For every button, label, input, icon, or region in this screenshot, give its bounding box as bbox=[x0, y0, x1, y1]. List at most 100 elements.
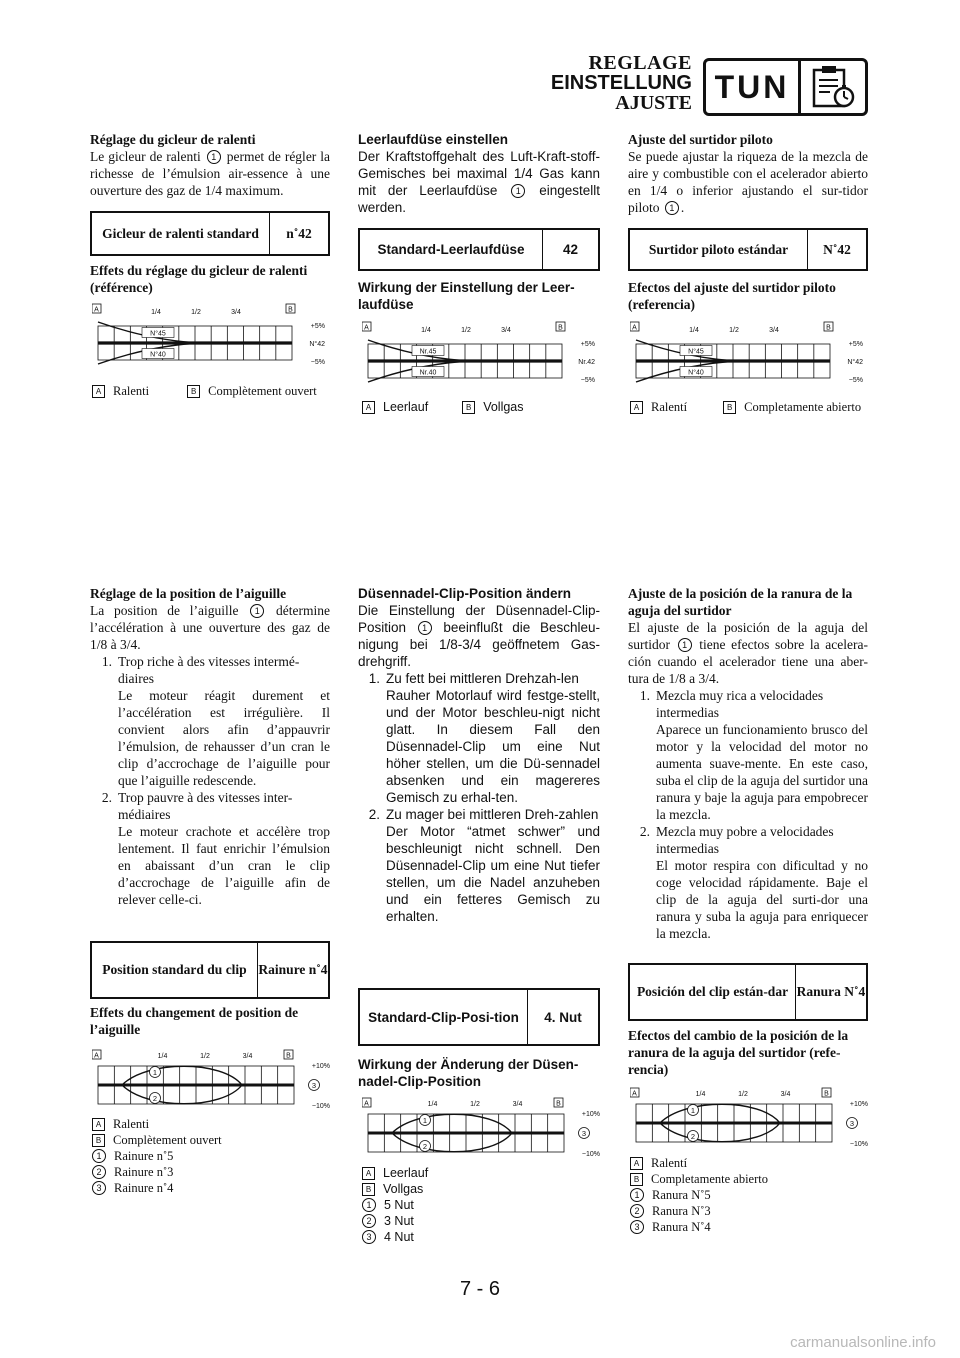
spec-value: Ranura N˚4 bbox=[795, 965, 866, 1019]
fr-pilot-body-a: Le gicleur de ralenti bbox=[90, 149, 201, 164]
de-needle-body: Die Einstellung der Düsennadel-Clip-Posi… bbox=[358, 602, 600, 670]
fr-needle-heading: Réglage de la position de l’aiguille bbox=[90, 586, 287, 601]
marker-a: A bbox=[630, 400, 643, 414]
step-number: 2. bbox=[368, 807, 380, 822]
marker-b-box bbox=[823, 321, 834, 332]
es-clip-effects: Efectos del cambio de la posición de la … bbox=[628, 1027, 868, 1078]
de-pilot-effects: Wirkung der Einstellung der Leer-laufdüs… bbox=[358, 279, 600, 313]
legend-b: Vollgas bbox=[383, 1182, 424, 1196]
legend-3: Rainure n˚4 bbox=[114, 1181, 174, 1195]
plus-label: +10% bbox=[850, 1101, 868, 1108]
lean-label: N°40 bbox=[688, 369, 704, 377]
legend-a: Ralentí bbox=[651, 1156, 688, 1170]
marker-b: B bbox=[723, 400, 737, 414]
es-clip-effects-heading: Efectos del cambio de la posición de la … bbox=[628, 1028, 849, 1077]
legend-a: Ralentí bbox=[651, 400, 688, 414]
tick-label: 1/4 bbox=[421, 327, 431, 334]
plus-label: +10% bbox=[312, 1063, 330, 1070]
rich-callout: 1 bbox=[691, 1106, 695, 1115]
rich-label: N°45 bbox=[688, 348, 704, 356]
fr-pilot-section: Réglage du gicleur de ralenti Le gicleur… bbox=[90, 131, 330, 199]
lean-callout-circle bbox=[419, 1140, 431, 1152]
marker-a-box bbox=[361, 321, 372, 332]
callout-1: 1 bbox=[677, 638, 692, 652]
spec-label: Position standard du clip bbox=[102, 962, 247, 977]
marker-b: B bbox=[462, 400, 476, 414]
fr-needle-section: Réglage de la position de l’aiguille La … bbox=[90, 585, 330, 908]
marker-b: B bbox=[630, 1172, 643, 1186]
marker-a: A bbox=[632, 1091, 637, 1098]
de-pilot-heading: Leerlaufdüse einstellen bbox=[358, 132, 509, 147]
minus-label: −10% bbox=[850, 1141, 868, 1148]
callout-1: 1 bbox=[630, 1188, 644, 1202]
step-title: Trop riche à des vitesses intermé-diaire… bbox=[118, 654, 300, 686]
lean-label-box bbox=[679, 366, 713, 377]
marker-a: A bbox=[92, 1117, 105, 1131]
tick-label: 1/4 bbox=[158, 1053, 168, 1060]
standard-callout: 3 bbox=[850, 1119, 854, 1128]
fr-pilot-body-b: permet de régler la richesse de l’émulsi… bbox=[90, 149, 330, 198]
fr-clip-effects: Effets du changement de position de l’ai… bbox=[90, 1004, 330, 1038]
callout-1: 1 bbox=[511, 184, 526, 198]
marker-b: B bbox=[556, 1101, 561, 1108]
step-body: El motor respira con dificultad y no cog… bbox=[656, 858, 868, 941]
es-pilot-effects: Efectos del ajuste del surtidor piloto (… bbox=[628, 279, 868, 313]
step-number: 1. bbox=[101, 654, 112, 669]
fr-pilot-effects-heading: Effets du réglage du gicleur de ralenti … bbox=[90, 263, 308, 295]
step-number: 2. bbox=[639, 824, 650, 839]
es-pilot-effects-heading: Efectos del ajuste del surtidor piloto (… bbox=[628, 280, 836, 312]
plus-label: +10% bbox=[582, 1111, 600, 1118]
minus-label: −5% bbox=[311, 359, 325, 366]
tick-label: 3/4 bbox=[781, 1091, 791, 1098]
rich-label-box bbox=[679, 345, 713, 356]
marker-b-box bbox=[283, 1049, 294, 1060]
es-clip-spec-box: Posición del clip están-dar Ranura N˚4 bbox=[628, 963, 868, 1021]
lean-label: N°40 bbox=[150, 351, 166, 359]
es-needle-body-b: tiene efectos sobre la acelera-ción cuan… bbox=[628, 637, 868, 686]
de-needle-body-b: beeinflußt die Beschleu-nigung bei 1/8-3… bbox=[358, 620, 600, 669]
legend-3: Ranura N˚4 bbox=[652, 1220, 711, 1234]
step-title: Trop pauvre à des vitesses inter-médiair… bbox=[118, 790, 293, 822]
plus-label: +5% bbox=[311, 323, 325, 330]
es-pilot-heading: Ajuste del surtidor piloto bbox=[628, 132, 773, 147]
marker-a-box bbox=[91, 303, 102, 314]
legend-a: Leerlauf bbox=[383, 1166, 429, 1180]
lean-callout-circle bbox=[149, 1092, 161, 1104]
tick-label: 1/2 bbox=[461, 327, 471, 334]
tick-label: 1/2 bbox=[191, 309, 201, 316]
tick-label: 3/4 bbox=[769, 327, 779, 334]
rich-label: Nr.45 bbox=[420, 349, 437, 356]
callout-2: 2 bbox=[92, 1165, 106, 1179]
legend-b: Complètement ouvert bbox=[208, 384, 317, 398]
fr-pilot-heading: Réglage du gicleur de ralenti bbox=[90, 132, 256, 147]
fr-needle-body-a: La position de l’aiguille bbox=[90, 603, 239, 618]
callout-3: 3 bbox=[630, 1220, 644, 1234]
standard-label: N°42 bbox=[847, 358, 863, 366]
rich-label-box bbox=[141, 327, 175, 338]
fr-steps: 1. Trop riche à des vitesses intermé-diai… bbox=[90, 653, 330, 908]
spec-value: 42 bbox=[542, 230, 598, 269]
marker-b: B bbox=[187, 384, 201, 398]
de-pilot-body-b: eingestellt werden. bbox=[358, 183, 600, 215]
legend-b: Vollgas bbox=[483, 400, 524, 414]
es-pilot-body-b: . bbox=[680, 200, 685, 215]
es-step-1: 1.Mezcla muy rica a velocidades intermed… bbox=[628, 687, 868, 823]
es-pilot-body-a: Se puede ajustar la riqueza de la mezcla… bbox=[628, 149, 868, 215]
de-pilot-effects-heading: Wirkung der Einstellung der Leer-laufdüs… bbox=[358, 280, 575, 312]
spec-value: N˚42 bbox=[807, 230, 866, 269]
marker-a: A bbox=[92, 384, 105, 398]
lean-label-box bbox=[141, 348, 175, 359]
spec-label: Posición del clip están-dar bbox=[636, 984, 789, 999]
legend-3: 4 Nut bbox=[384, 1230, 414, 1244]
spec-value: Rainure n˚4 bbox=[257, 943, 328, 997]
title-fr: REGLAGE bbox=[588, 52, 692, 74]
